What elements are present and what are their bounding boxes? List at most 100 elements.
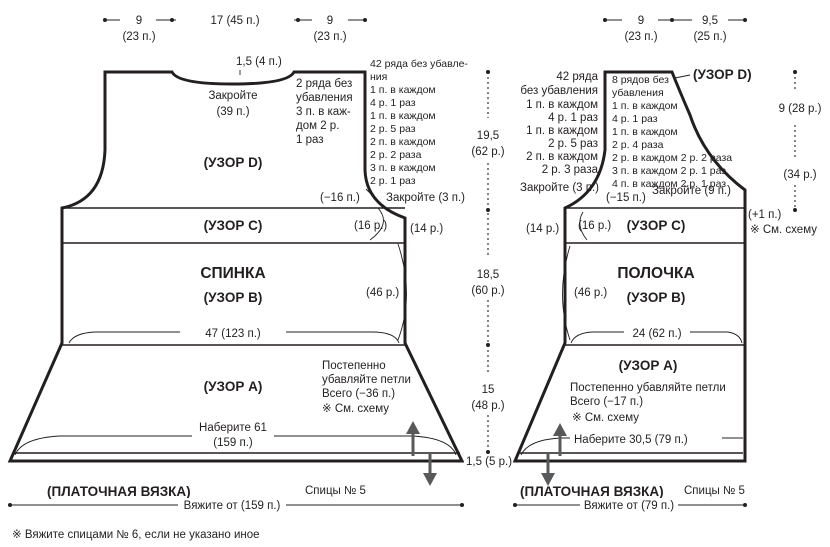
back-cast-on-stitches: (159 п.) bbox=[213, 437, 253, 449]
svg-text:8 рядов без: 8 рядов без bbox=[612, 74, 669, 86]
front-armhole-bindoff: Закройте (9 п.) bbox=[652, 185, 731, 197]
back-armhole-bindoff: Закройте (3 п.) bbox=[386, 192, 465, 204]
svg-text:2 р. 5 раз: 2 р. 5 раз bbox=[370, 123, 416, 135]
svg-text:2 р. в каждом 2 р. 2 раза: 2 р. в каждом 2 р. 2 раза bbox=[612, 152, 732, 164]
svg-text:4 р. 1 раз: 4 р. 1 раз bbox=[370, 97, 416, 109]
back-mid-rows: (60 р.) bbox=[471, 285, 504, 297]
svg-text:4 р. 1 раз: 4 р. 1 раз bbox=[548, 112, 598, 124]
front-neck-bindoff: Закройте (3 п.) bbox=[520, 182, 599, 194]
front-neck-schedule: 42 ряда без убавления 1 п. в каждом 4 р.… bbox=[520, 71, 598, 176]
back-lower-rows: (48 р.) bbox=[471, 400, 504, 412]
svg-text:2 р. 4 раза: 2 р. 4 раза bbox=[612, 139, 664, 151]
back-neck-drop: 1,5 (4 п.) bbox=[236, 56, 282, 68]
svg-text:Всего (−36 п.): Всего (−36 п.) bbox=[322, 388, 395, 400]
back-neck-bindoff-label: Закройте bbox=[208, 90, 257, 102]
front-rows-34: (34 р.) bbox=[783, 169, 816, 181]
front-pattern-c-label: (УЗОР C) bbox=[627, 218, 686, 233]
svg-text:2 р. 5 раз: 2 р. 5 раз bbox=[548, 138, 598, 150]
back-pickup: Вяжите от (159 п.) bbox=[184, 500, 281, 512]
front-pattern-b-rows-curve bbox=[562, 245, 571, 341]
border-height: 1,5 (5 р.) bbox=[466, 456, 512, 468]
svg-text:3 п. в каждом: 3 п. в каждом bbox=[370, 162, 436, 174]
front-decrease-note: Постепенно убавляйте петли Всего (−17 п.… bbox=[570, 382, 726, 424]
back-pattern-a-label: (УЗОР A) bbox=[204, 379, 263, 394]
svg-text:Постепенно: Постепенно bbox=[322, 360, 386, 372]
back-pattern-c-rows-curve bbox=[369, 207, 384, 241]
svg-text:1 п. в каждом: 1 п. в каждом bbox=[526, 125, 598, 137]
back-armhole-total: (−16 п.) bbox=[320, 192, 360, 204]
svg-text:3 п. в каж-: 3 п. в каж- bbox=[296, 106, 351, 118]
front-pattern-a-label: (УЗОР A) bbox=[619, 358, 678, 373]
back-top-dimension bbox=[103, 13, 367, 27]
back-needles: Спицы № 5 bbox=[305, 485, 366, 497]
svg-text:1 п. в каждом: 1 п. в каждом bbox=[370, 84, 436, 96]
front-border-pattern: (ПЛАТОЧНАЯ ВЯЗКА) bbox=[520, 484, 664, 499]
svg-text:1 п. в каждом: 1 п. в каждом bbox=[612, 126, 678, 138]
front-plus-one: (+1 п.) bbox=[748, 209, 782, 221]
back-top-right-stitches: (23 п.) bbox=[313, 31, 346, 43]
back-pickup-dimension bbox=[8, 498, 464, 512]
svg-text:3 п. в каждом 2 р. 1 раз: 3 п. в каждом 2 р. 1 раз bbox=[612, 165, 726, 177]
front-pattern-c-rows-right: (16 р.) bbox=[578, 220, 611, 232]
back-pattern-c-rows-right: (14 р.) bbox=[410, 223, 443, 235]
svg-text:2 ряда без: 2 ряда без bbox=[296, 78, 352, 90]
svg-text:Всего (−17 п.): Всего (−17 п.) bbox=[570, 396, 643, 408]
front-pattern-c-rows-curve bbox=[579, 211, 588, 241]
back-armhole-leader bbox=[365, 188, 381, 204]
vertical-dimension-line bbox=[486, 70, 490, 454]
front-pattern-b-rows: (46 р.) bbox=[574, 287, 607, 299]
back-title: СПИНКА bbox=[200, 265, 265, 282]
front-pattern-c-rows-left: (14 р.) bbox=[526, 223, 559, 235]
back-neck-schedule: 2 ряда без убавления 3 п. в каж- дом 2 р… bbox=[296, 78, 353, 146]
svg-text:2 р. 2 раза: 2 р. 2 раза bbox=[370, 149, 422, 161]
front-top-left-width: 9 bbox=[638, 15, 644, 27]
back-pattern-c-rows-left: (16 р.) bbox=[354, 220, 387, 232]
back-cast-on-label: Наберите 61 bbox=[199, 422, 267, 434]
front-top-left-stitches: (23 п.) bbox=[624, 31, 657, 43]
svg-text:4 р. 1 раз: 4 р. 1 раз bbox=[612, 113, 658, 125]
front-top-right-width: 9,5 bbox=[702, 15, 718, 27]
back-pattern-c-label: (УЗОР C) bbox=[204, 218, 263, 233]
svg-text:дом 2 р.: дом 2 р. bbox=[296, 120, 339, 132]
back-pattern-b-rows-curve bbox=[397, 243, 407, 341]
svg-text:4 п. в каждом 2 р. 1 раз: 4 п. в каждом 2 р. 1 раз bbox=[612, 178, 726, 190]
svg-text:1 п. в каждом: 1 п. в каждом bbox=[526, 99, 598, 111]
front-see-chart: ※ См. схему bbox=[750, 224, 817, 236]
back-top-left-stitches: (23 п.) bbox=[122, 31, 155, 43]
back-panel-outline bbox=[7, 70, 465, 463]
svg-text:без убавления: без убавления bbox=[520, 85, 598, 97]
back-neck-width: 17 (45 п.) bbox=[210, 15, 259, 27]
back-pattern-b-label: (УЗОР B) bbox=[204, 290, 263, 305]
front-needles: Спицы № 5 bbox=[684, 485, 745, 497]
svg-text:1 раз: 1 раз bbox=[296, 134, 324, 146]
front-cast-on: Наберите 30,5 (79 п.) bbox=[574, 434, 688, 446]
svg-text:убавления: убавления bbox=[612, 87, 664, 99]
back-decrease-note: Постепенно убавляйте петли Всего (−36 п.… bbox=[322, 360, 411, 415]
svg-text:Постепенно убавляйте петли: Постепенно убавляйте петли bbox=[570, 382, 726, 394]
svg-text:2 р. 1 раз: 2 р. 1 раз bbox=[370, 175, 416, 187]
front-top-dimension bbox=[603, 13, 747, 27]
svg-text:※ См. схему: ※ См. схему bbox=[572, 412, 639, 424]
back-mid-height: 18,5 bbox=[477, 269, 499, 281]
svg-text:2 п. в каждом: 2 п. в каждом bbox=[526, 151, 598, 163]
front-pattern-b-label: (УЗОР B) bbox=[627, 290, 686, 305]
back-yoke-height: 19,5 bbox=[477, 130, 499, 142]
back-pattern-d-label: (УЗОР D) bbox=[204, 155, 263, 170]
footnote: ※ Вяжите спицами № 6, если не указано ин… bbox=[12, 529, 260, 541]
front-armhole-schedule: 8 рядов без убавления 1 п. в каждом 4 р.… bbox=[612, 74, 732, 190]
svg-text:2 п. в каждом: 2 п. в каждом bbox=[370, 136, 436, 148]
front-pickup: Вяжите от (79 п.) bbox=[584, 500, 674, 512]
front-panel-outline bbox=[512, 70, 747, 463]
back-lower-height: 15 bbox=[482, 384, 495, 396]
front-armhole-depth: 9 (28 р.) bbox=[779, 103, 822, 115]
svg-text:2 р. 3 раза: 2 р. 3 раза bbox=[542, 164, 599, 176]
svg-text:1 п. в каждом: 1 п. в каждом bbox=[370, 110, 436, 122]
svg-text:※ См. схему: ※ См. схему bbox=[322, 403, 389, 415]
front-armhole-dimension bbox=[793, 70, 797, 212]
front-width: 24 (62 п.) bbox=[632, 328, 681, 340]
front-title: ПОЛОЧКА bbox=[617, 265, 694, 282]
back-border-pattern: (ПЛАТОЧНАЯ ВЯЗКА) bbox=[47, 484, 191, 499]
svg-text:убавления: убавления bbox=[296, 92, 353, 104]
